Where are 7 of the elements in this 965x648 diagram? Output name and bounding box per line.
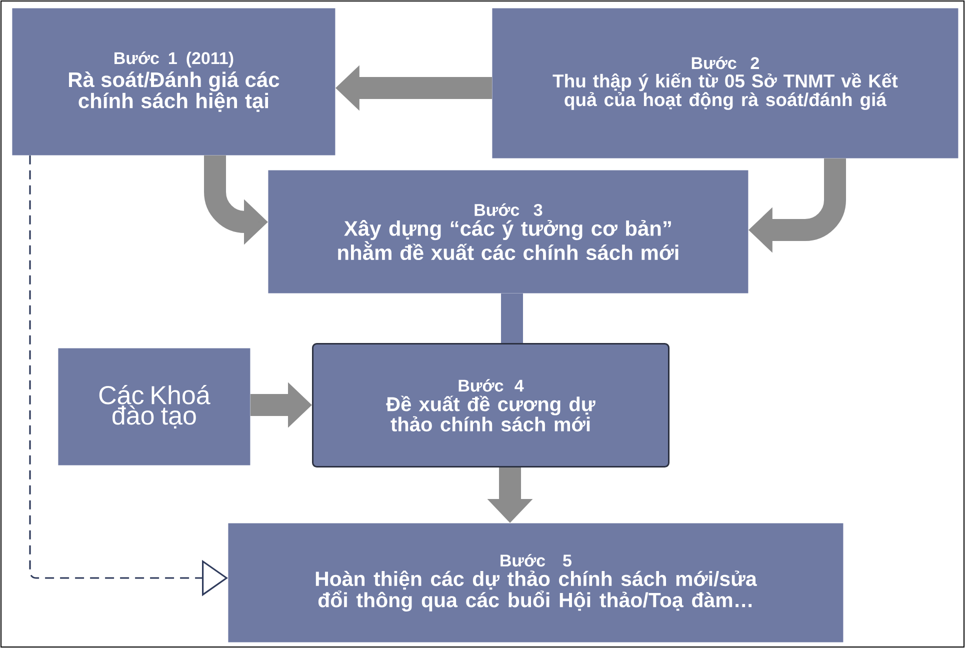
step-box: Bước 2 Thu thập ý kiến từ 05 Sở TNMT về Kết quả của hoạt động rà soát/đánh giá [492,8,958,158]
connector-bar [501,293,523,343]
step-box: Bước 4 Đề xuất đề cương dự thảo chính sách mới [312,343,670,468]
step-box: Bước 1 (2011) Rà soát/Đánh giá các chính sách hiện tại [12,8,336,156]
step-box: Bước 5 Hoàn thiện các dự thảo chính sách mới/sửa đổi thông qua các buổi Hội thảo/Toạ đàm… [228,523,844,642]
step-box: Bước 3 Xây dựng “các ý tưởng cơ bản” nhằm đề xuất các chính sách mới [268,170,748,294]
training-box: Các Khoá đào tạo [58,348,250,466]
